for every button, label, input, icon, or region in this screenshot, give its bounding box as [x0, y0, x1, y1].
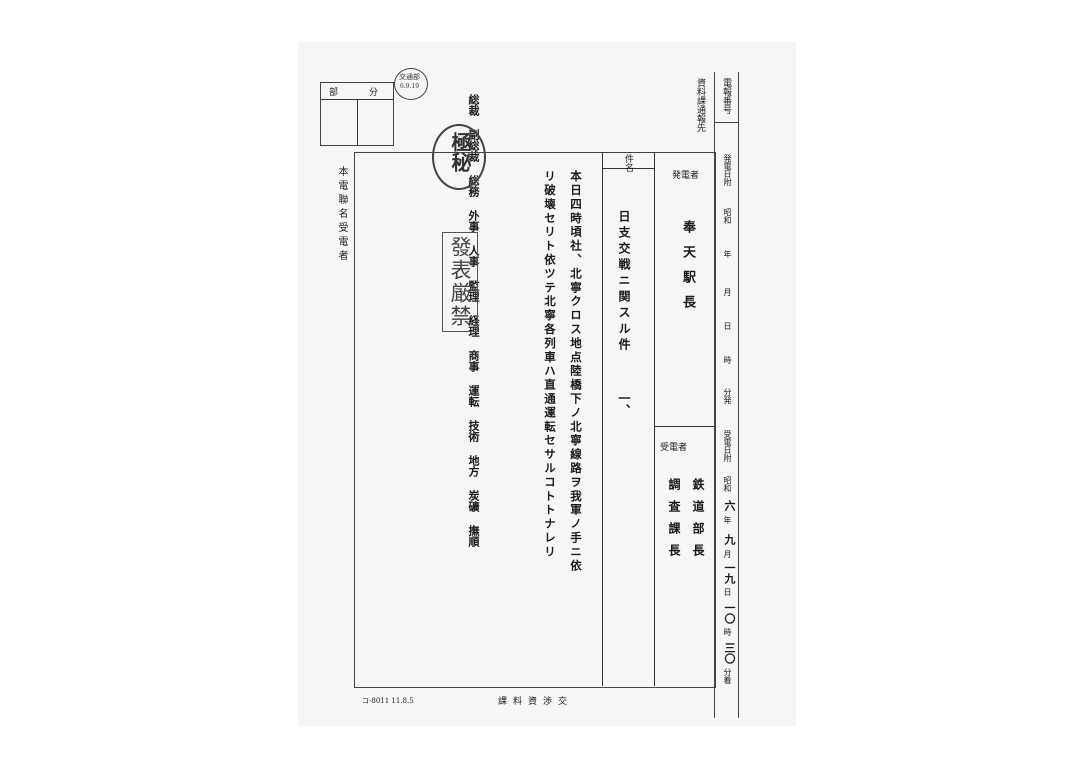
subject-number: 一、	[617, 392, 631, 416]
distribution-item: 商事	[467, 350, 480, 372]
send-cell-day: 日	[723, 322, 732, 330]
division-col1: 部	[329, 88, 339, 98]
subject-text: 日支交戦ニ関スル件	[617, 210, 631, 354]
recipient-line-1: 鉄道部長	[691, 478, 705, 566]
receive-hour: 一〇	[723, 602, 736, 624]
send-cell-era: 昭和	[723, 208, 732, 224]
distribution-item: 炭礦	[467, 490, 480, 512]
body-line-2: リ破壊セリト依ツテ北寧各列車ハ直通運転セサルコトトナレリ	[543, 170, 557, 560]
distribution-item: 外事	[467, 210, 480, 232]
send-cell-month: 月	[723, 288, 732, 296]
sender-name: 奉天駅長	[680, 220, 695, 320]
date-stamp-bottom: 6.9.19	[400, 83, 420, 90]
distribution-item: 監理	[467, 280, 480, 302]
recipient-label: 受電者	[660, 443, 688, 453]
send-cell-minute: 分発	[723, 388, 732, 404]
division-col2: 分	[369, 88, 379, 98]
body-line-1: 本日四時頃社、北寧クロス地点陸橋下ノ北寧線路ヲ我軍ノ手ニ依	[569, 170, 583, 574]
receive-month-unit: 月	[723, 550, 732, 558]
send-date-label: 発電日附	[723, 154, 732, 186]
telegram-number-label: 電報番号	[721, 78, 731, 114]
receive-month: 九	[723, 534, 736, 545]
date-stamp: 交通部 6.9.19	[394, 68, 428, 100]
receive-year-unit: 年	[723, 516, 732, 524]
receive-year: 六	[723, 500, 736, 511]
disclosure-stamp: 發表厳禁	[442, 232, 478, 332]
distribution-item: 運転	[467, 385, 480, 407]
receive-date-label: 受電日附	[723, 430, 732, 462]
distribution-item: 総裁	[467, 94, 480, 116]
receive-era: 昭和	[723, 476, 732, 492]
receive-minute-unit: 分着	[723, 668, 732, 684]
distribution-item: 技術	[467, 420, 480, 442]
distribution-item: 人事	[467, 245, 480, 267]
send-cell-year: 年	[723, 250, 732, 258]
form-code: コ-8011 11.8.5	[362, 697, 414, 705]
division-box: 部 分	[320, 82, 394, 146]
org-name: 課料資渉交	[498, 697, 574, 707]
send-cell-hour: 時	[723, 356, 732, 364]
document-sheet: 部 分 交通部 6.9.19 総裁 副総裁 総務 外事 人事 監理 経理 商事 …	[298, 42, 796, 726]
distribution-label: 資料課通報先	[695, 78, 705, 132]
secret-stamp-text: 極秘	[448, 132, 472, 172]
distribution-item: 地方	[467, 455, 480, 477]
date-stamp-top: 交通部	[399, 73, 420, 81]
receive-day: 一九	[723, 562, 736, 584]
sender-label: 発電者	[672, 171, 700, 181]
main-frame	[354, 152, 716, 688]
receive-minute: 三〇	[723, 642, 736, 664]
distribution-item: 撫順	[467, 525, 480, 547]
left-margin-label: 本電聯名受電者	[336, 166, 347, 264]
receive-day-unit: 日	[723, 588, 732, 596]
recipient-line-2: 調査課長	[667, 478, 681, 566]
receive-hour-unit: 時	[723, 628, 732, 636]
subject-label: 件名	[623, 154, 633, 172]
secret-stamp: 極秘	[432, 124, 486, 190]
